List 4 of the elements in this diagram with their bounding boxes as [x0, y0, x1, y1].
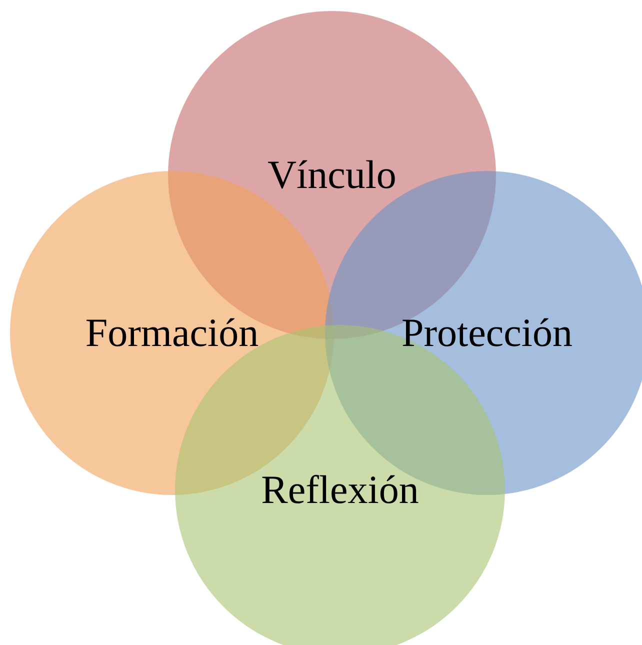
- circle-label: Vínculo: [268, 155, 396, 195]
- circle-label: Formación: [85, 313, 259, 353]
- circle-label: Protección: [401, 313, 573, 353]
- circle-label: Reflexión: [261, 470, 419, 510]
